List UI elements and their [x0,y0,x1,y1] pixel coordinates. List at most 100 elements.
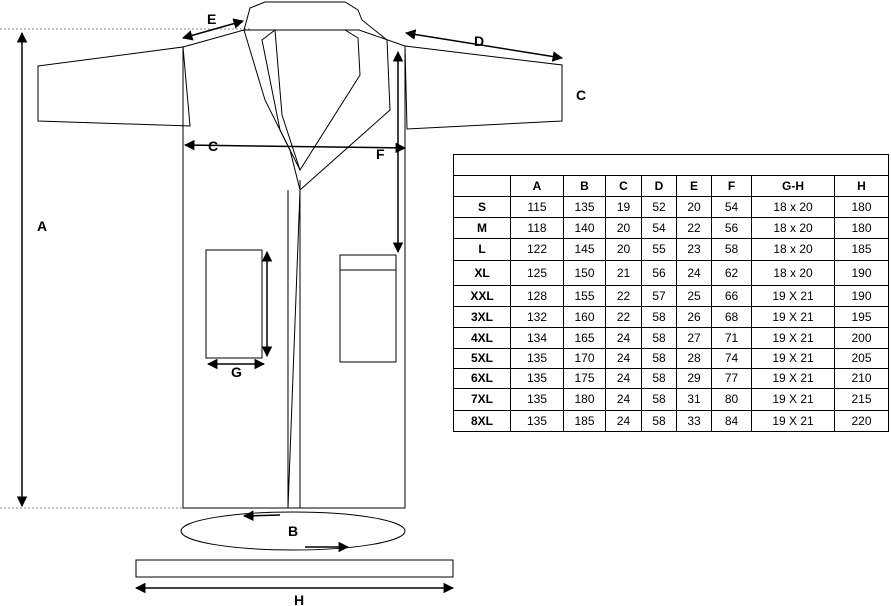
value-cell: 145 [563,238,606,261]
value-cell: 58 [641,368,677,389]
value-cell: 18 x 20 [751,196,835,218]
size-cell: L [453,238,511,261]
header-b: B [563,175,606,197]
value-cell: 58 [641,327,677,349]
value-cell: 135 [510,388,564,411]
robe-body [182,29,406,509]
value-cell: 28 [676,348,712,369]
value-cell: 175 [563,368,606,389]
value-cell: 118 [510,217,564,239]
value-cell: 190 [833,285,890,307]
value-cell: 19 X 21 [751,327,835,349]
header-d: D [641,175,677,197]
value-cell: 18 x 20 [751,238,835,261]
table-title [452,154,890,176]
value-cell: 115 [510,196,564,218]
lapel-inner [261,29,361,172]
header-e: E [676,175,712,197]
label-b: B [288,523,298,539]
header-c: C [605,175,642,197]
value-cell: 68 [711,306,752,328]
value-cell: 58 [711,238,752,261]
value-cell: 22 [605,285,642,307]
value-cell: 135 [510,368,564,389]
value-cell: 27 [676,327,712,349]
value-cell: 22 [676,217,712,239]
value-cell: 200 [833,327,890,349]
left-sleeve [37,46,191,127]
value-cell: 54 [711,196,752,218]
table-title-row [452,154,890,176]
value-cell: 180 [833,196,890,218]
value-cell: 220 [833,410,890,432]
value-cell: 205 [833,348,890,369]
value-cell: 160 [563,306,606,328]
value-cell: 24 [605,388,642,411]
value-cell: 185 [833,238,890,261]
value-cell: 57 [641,285,677,307]
value-cell: 19 X 21 [751,285,835,307]
value-cell: 19 [605,196,642,218]
value-cell: 135 [510,410,564,432]
label-f: F [376,146,385,162]
value-cell: 180 [563,388,606,411]
right-sleeve [404,45,563,130]
value-cell: 29 [676,368,712,389]
value-cell: 128 [510,285,564,307]
value-cell: 26 [676,306,712,328]
value-cell: 140 [563,217,606,239]
size-cell: M [453,217,511,239]
value-cell: 122 [510,238,564,261]
label-c-sleeve: C [576,87,586,103]
value-cell: 19 X 21 [751,388,835,411]
value-cell: 24 [605,348,642,369]
value-cell: 24 [605,368,642,389]
value-cell: 23 [676,238,712,261]
size-cell: 3XL [453,306,511,328]
value-cell: 21 [605,260,642,286]
value-cell: 25 [676,285,712,307]
value-cell: 134 [510,327,564,349]
value-cell: 80 [711,388,752,411]
value-cell: 18 x 20 [751,217,835,239]
value-cell: 18 x 20 [751,260,835,286]
value-cell: 24 [676,260,712,286]
arrow-c-chest [183,139,407,154]
value-cell: 58 [641,348,677,369]
size-cell: 8XL [453,410,511,432]
belt-strip [135,559,454,578]
value-cell: 150 [563,260,606,286]
value-cell: 62 [711,260,752,286]
value-cell: 135 [510,348,564,369]
value-cell: 24 [605,327,642,349]
value-cell: 19 X 21 [751,410,835,432]
value-cell: 215 [833,388,890,411]
value-cell: 195 [833,306,890,328]
size-cell: 6XL [453,368,511,389]
header-size [453,175,511,197]
arrow-b-top [242,510,281,521]
table-header-row: A B C D E F G-H H [453,175,890,197]
value-cell: 31 [676,388,712,411]
value-cell: 20 [605,217,642,239]
value-cell: 125 [510,260,564,286]
header-f: F [711,175,752,197]
value-cell: 132 [510,306,564,328]
label-a: A [37,218,47,234]
value-cell: 55 [641,238,677,261]
belt-loop [180,511,406,551]
value-cell: 19 X 21 [751,348,835,369]
value-cell: 180 [833,217,890,239]
value-cell: 165 [563,327,606,349]
